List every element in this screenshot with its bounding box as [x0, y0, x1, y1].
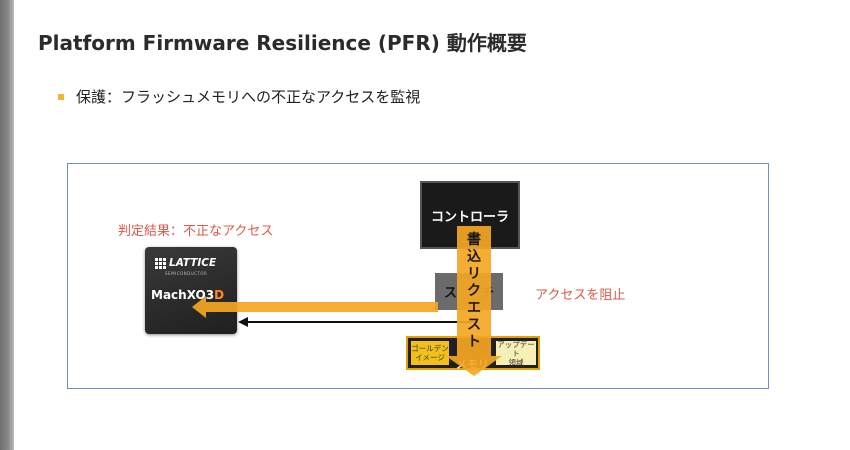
slide-left-bar [0, 0, 14, 450]
orange-arrow-left-icon [192, 296, 438, 318]
chip-name: MachXO3D [151, 288, 224, 302]
lattice-grid-icon [155, 257, 166, 269]
update-line1: アップデート [497, 339, 535, 358]
bullet-marker-icon [58, 93, 64, 100]
switch-label-left: ス [444, 286, 458, 301]
chip-name-accent: D [214, 288, 225, 302]
update-line2: 領域 [508, 357, 524, 367]
controller-label: コントローラ [430, 209, 509, 225]
golden-line2: イメージ [415, 353, 445, 362]
lattice-logo: LATTICE [155, 257, 233, 269]
golden-line1: ゴールデン [411, 344, 449, 353]
golden-image-region: ゴールデン イメージ [411, 341, 449, 365]
write-request-char: リ [467, 266, 481, 282]
bullet-text: 保護：フラッシュメモリへの不正なアクセスを監視 [76, 88, 421, 106]
write-request-char: ス [467, 317, 481, 333]
chip-name-main: MachXO3 [151, 288, 215, 302]
update-region: アップデート 領域 [496, 339, 536, 367]
thin-arrow-head-icon [238, 317, 248, 327]
bullet-item: 保護：フラッシュメモリへの不正なアクセスを監視 [58, 86, 420, 107]
lattice-subtitle: SEMICONDUCTOR [165, 271, 208, 276]
write-request-char: 込 [467, 249, 481, 265]
machxo3d-chip: LATTICE SEMICONDUCTOR MachXO3D [145, 247, 237, 334]
slide-title: Platform Firmware Resilience (PFR) 動作概要 [38, 31, 527, 55]
write-request-label: 書 込 リ ク エ ス ト [457, 232, 491, 351]
write-request-char: エ [467, 300, 481, 316]
write-request-char: 書 [467, 232, 481, 248]
judgement-label: 判定結果：不正なアクセス [118, 224, 274, 239]
lattice-logo-text: LATTICE [169, 257, 217, 269]
write-request-char: ト [467, 334, 481, 350]
write-request-char: ク [467, 283, 481, 299]
block-access-label: アクセスを阻止 [535, 288, 626, 303]
write-request-arrow-icon [446, 226, 502, 376]
